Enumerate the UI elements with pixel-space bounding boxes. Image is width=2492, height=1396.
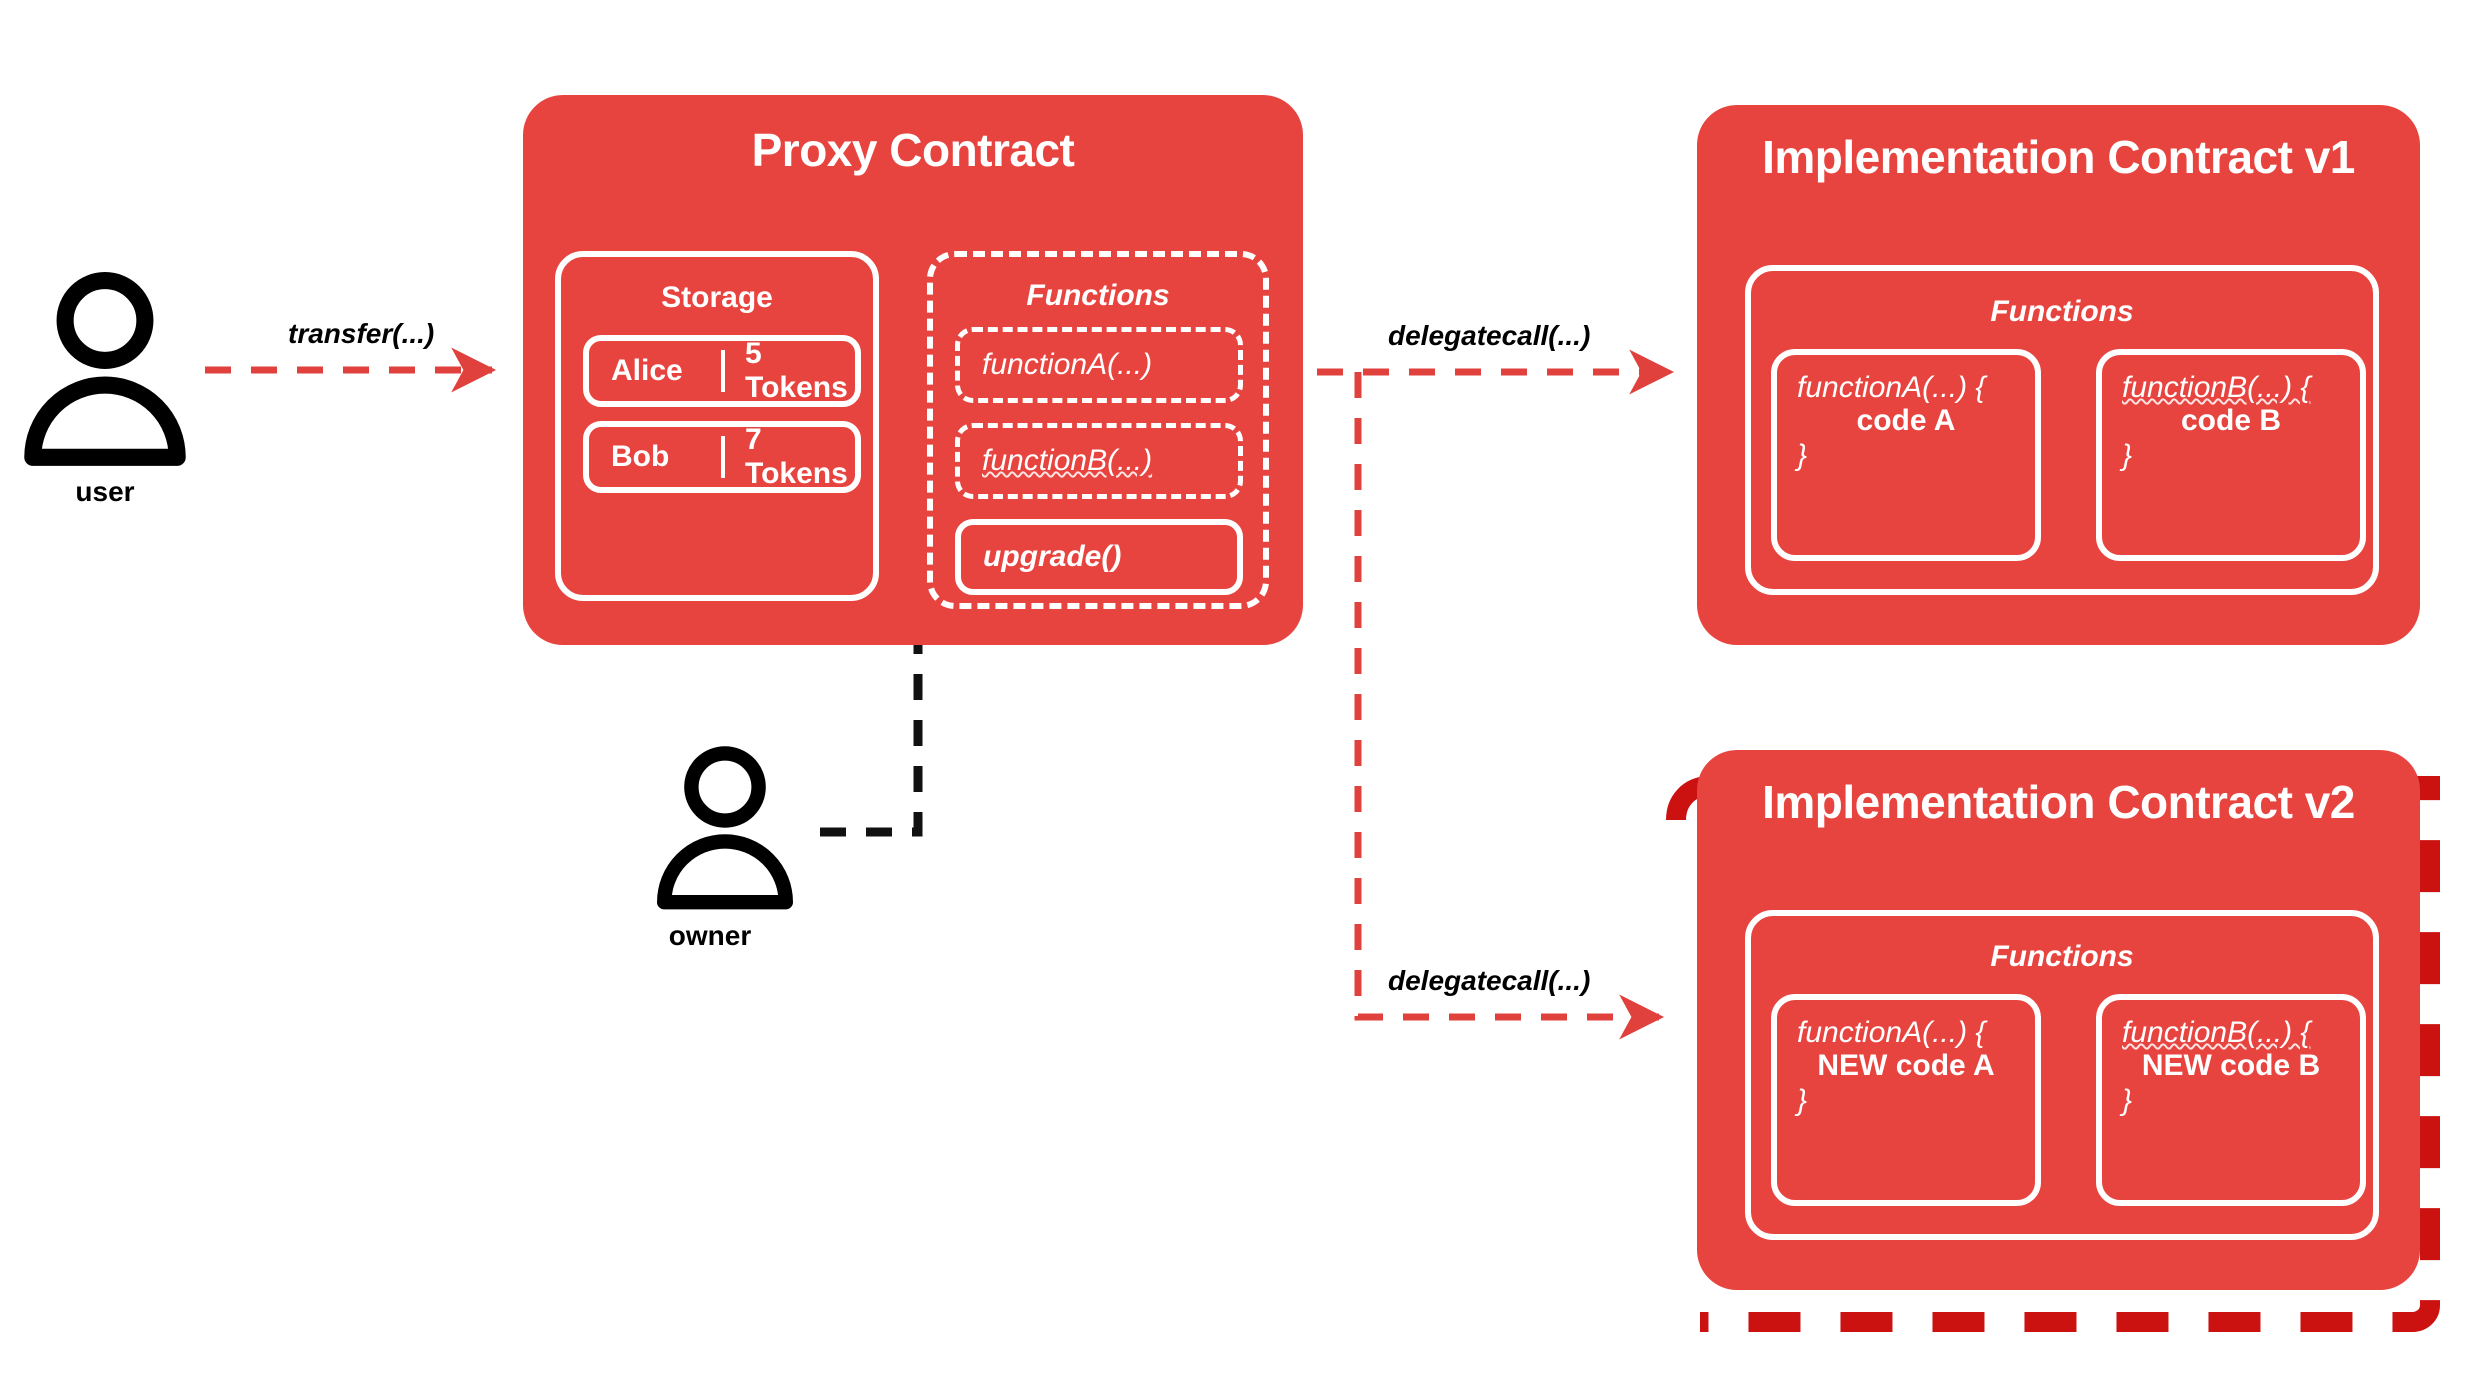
impl-v1-functionA-body: code A [1856,403,1956,437]
person-icon [24,272,186,466]
impl-v1-functionA-box[interactable]: functionA(...) { code A } [1771,349,2041,561]
impl-v2-highlight-outline [1666,776,2440,1332]
actor-user: user [10,268,200,518]
storage-separator [721,350,725,392]
storage-balance-bob: 7 Tokens [745,423,848,490]
impl-v1-card: Implementation Contract v1 Functions fun… [1697,105,2420,645]
proxy-functions-panel: Functions functionA(...) functionB(...) … [927,251,1269,609]
impl-v1-title: Implementation Contract v1 [1762,131,2355,183]
proxy-functions-label: Functions [1026,279,1170,312]
impl-v2-card: Implementation Contract v2 Functions fun… [1697,750,2420,1290]
actor-owner-label: owner [668,920,752,951]
person-icon [657,746,793,910]
edge-label-delegatecall-v1: delegatecall(...) [1388,320,1591,351]
edge-delegatecall-v2 [1354,372,1665,1040]
impl-v2-functionB-box[interactable]: functionB(...) { NEW code B } [2096,994,2366,1206]
impl-v2-functionA-signature: functionA(...) { [1797,1016,1986,1049]
storage-row-bob: Bob 7 Tokens [583,421,861,493]
impl-v1-functionB-close: } [2122,438,2133,472]
impl-v2-functionA-body: NEW code A [1817,1048,1995,1082]
impl-v1-functionA-signature: functionA(...) { [1797,371,1986,404]
impl-v2-title: Implementation Contract v2 [1762,776,2355,828]
impl-v1-functionB-body: code B [2180,403,2282,437]
impl-v1-functionA-close: } [1797,438,1808,472]
impl-v1-functions-label: Functions [1990,295,2134,328]
proxy-title: Proxy Contract [751,124,1075,176]
impl-v1-functionB-box[interactable]: functionB(...) { code B } [2096,349,2366,561]
proxy-function-a[interactable]: functionA(...) [955,327,1243,403]
impl-v2-functionB-body: NEW code B [2141,1048,2321,1082]
proxy-storage-label: Storage [661,281,773,314]
impl-v2-functionA-close: } [1797,1083,1808,1117]
impl-v2-functionA-box[interactable]: functionA(...) { NEW code A } [1771,994,2041,1206]
storage-balance-alice: 5 Tokens [745,337,848,404]
impl-v1-functionB-signature: functionB(...) { [2122,371,2311,404]
proxy-function-b-label: functionB(...) [982,444,1153,477]
impl-v2-functionB-signature: functionB(...) { [2122,1016,2311,1049]
actor-user-label: user [75,476,135,507]
impl-v1-functions-panel: Functions functionA(...) { code A } func… [1745,265,2379,595]
edge-label-transfer: transfer(...) [288,318,435,349]
proxy-function-upgrade[interactable]: upgrade() [955,519,1243,595]
proxy-function-upgrade-label: upgrade() [983,540,1122,573]
proxy-storage-panel: Storage Alice 5 Tokens Bob 7 Tokens [555,251,879,601]
storage-account-bob: Bob [611,440,670,473]
impl-v2-functions-label: Functions [1990,940,2134,973]
storage-row-alice: Alice 5 Tokens [583,335,861,407]
proxy-contract-card: Proxy Contract Storage Alice 5 Tokens Bo… [523,95,1303,645]
proxy-function-a-label: functionA(...) [982,348,1153,381]
impl-v2-functions-panel: Functions functionA(...) { NEW code A } … [1745,910,2379,1240]
proxy-function-b[interactable]: functionB(...) [955,423,1243,499]
edge-label-delegatecall-v2: delegatecall(...) [1388,965,1591,996]
storage-separator [721,436,725,478]
storage-account-alice: Alice [611,354,683,387]
impl-v2-functionB-close: } [2122,1083,2133,1117]
actor-owner: owner [630,742,820,992]
